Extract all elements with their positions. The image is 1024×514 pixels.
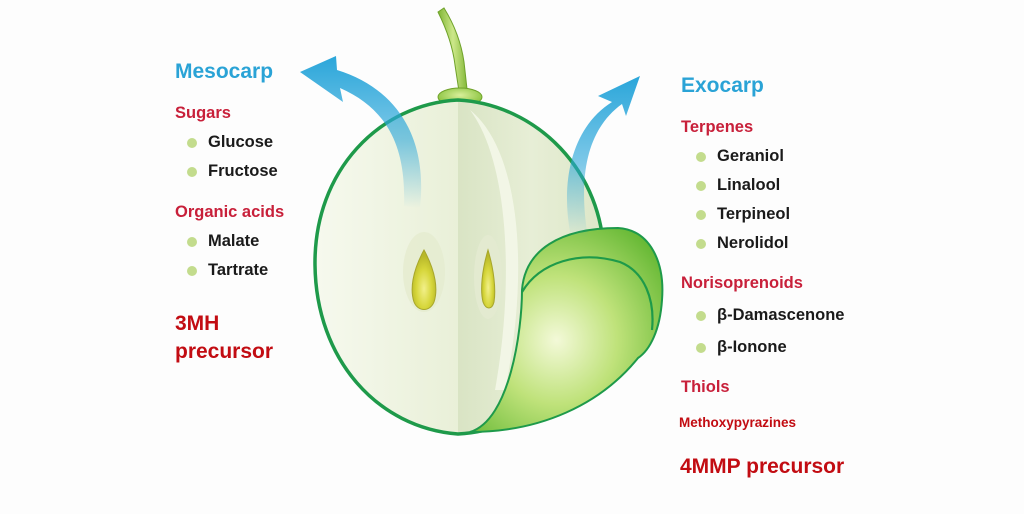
list-item: Glucose	[183, 133, 273, 152]
3mh-precursor-line1: 3MH	[175, 312, 220, 335]
list-item: Nerolidol	[692, 234, 789, 253]
norisoprenoids-label: Norisoprenoids	[681, 274, 803, 292]
peeled-skin	[469, 226, 664, 433]
list-item: Fructose	[183, 162, 278, 181]
list-item: β-Damascenone	[692, 306, 844, 325]
list-item: Terpineol	[692, 205, 790, 224]
skin-inner-edge	[521, 256, 654, 331]
mesocarp-arrow	[300, 56, 422, 208]
organic-acids-label: Organic acids	[175, 203, 285, 221]
berry-outline	[313, 98, 606, 436]
list-item: Tartrate	[183, 261, 268, 280]
4mmp-precursor: 4MMP precursor	[680, 455, 845, 478]
methoxypyrazines-label: Methoxypyrazines	[679, 415, 797, 430]
stem	[437, 7, 469, 99]
sugars-label: Sugars	[175, 104, 231, 122]
berry-left-half	[314, 100, 458, 434]
3mh-precursor-line2: precursor	[175, 340, 274, 363]
exocarp-arrow	[566, 76, 640, 238]
list-item: β-Ionone	[692, 338, 787, 357]
terpenes-label: Terpenes	[681, 118, 754, 136]
list-item: Geraniol	[692, 147, 784, 166]
exocarp-title: Exocarp	[681, 74, 764, 97]
list-item: Linalool	[692, 176, 780, 195]
mesocarp-title: Mesocarp	[175, 60, 274, 83]
flesh-highlight	[470, 110, 519, 390]
thiols-label: Thiols	[681, 378, 730, 396]
seed-right	[481, 248, 496, 309]
list-item: Malate	[183, 232, 259, 251]
seed-left	[411, 248, 437, 310]
